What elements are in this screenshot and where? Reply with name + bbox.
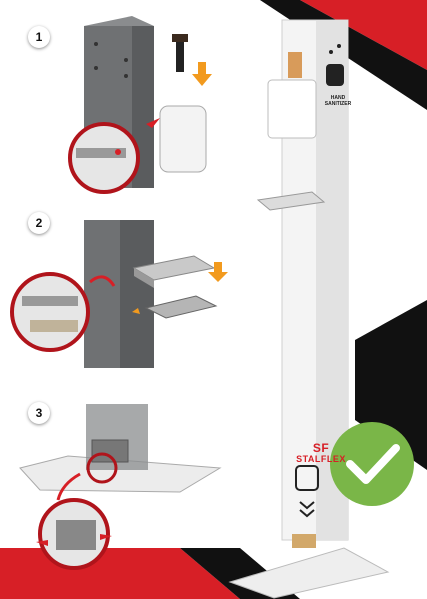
step-3-badge: 3 [28,402,50,424]
foot-press-icon [295,465,319,491]
brand-name: STALFLEX [296,454,346,464]
checkmark-circle [330,422,414,506]
step3-illustration [19,404,222,570]
stand-pump [288,52,302,78]
curved-arrow-icon [146,118,160,128]
drip-tray [144,295,218,319]
base-plate [19,455,222,493]
curved-arrow-icon [89,275,116,287]
hands-icon [326,64,344,86]
step-1-badge: 1 [28,26,50,48]
stand-label-line1: HAND [330,95,346,101]
left-arrow-icon [132,308,140,314]
pump-head [172,34,188,42]
drop-icon [329,50,333,54]
step2-illustration [10,220,228,368]
soap-bottle [159,105,207,173]
stand-base [228,547,390,599]
step2-detail-circle [10,272,90,352]
step-2-badge: 2 [28,212,50,234]
stand-label-line2: SANITIZER [324,101,352,107]
sanitizer-stand [228,19,390,599]
brand-logo: SF STALFLEX [286,442,356,464]
foot-pedal [292,534,316,548]
brand-mark: SF [312,441,330,455]
down-arrow-icon [208,262,228,282]
down-arrow-icon [192,62,212,86]
check-badge [330,422,414,506]
stand-drip-tray [256,191,326,211]
stand-label: HAND SANITIZER [323,95,353,107]
stand-dispenser [267,79,317,139]
curved-arrow-icon [56,472,81,501]
checkmark-icon [346,444,400,484]
chevron-down-icon [299,501,315,510]
step1-illustration [68,16,212,194]
